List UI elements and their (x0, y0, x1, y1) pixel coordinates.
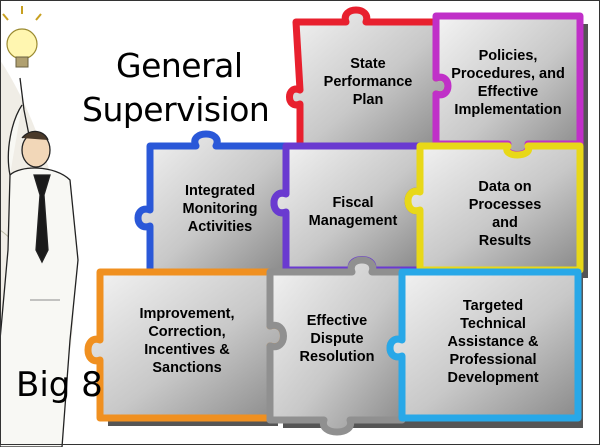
label-line: Plan (352, 92, 384, 108)
label-line: Improvement, (139, 306, 235, 322)
label-line: Incentives & (144, 342, 230, 358)
label-line: Resolution (299, 349, 375, 365)
piece-label-improvement: Improvement, Correction, Incentives & Sa… (112, 298, 262, 384)
label-line: Dispute (310, 331, 364, 347)
piece-label-policies: Policies, Procedures, and Effective Impl… (436, 40, 580, 126)
label-line: Performance (323, 74, 413, 90)
label-line: Procedures, and (451, 66, 565, 82)
label-line: Fiscal (332, 195, 374, 211)
label-line: Activities (187, 219, 253, 235)
label-line: Integrated (184, 183, 256, 199)
piece-label-data: Data on Processes and Results (430, 170, 580, 258)
label-line: Policies, (478, 48, 538, 64)
label-line: Effective (477, 84, 539, 100)
label-line: Targeted (462, 298, 524, 314)
label-line: Management (308, 213, 398, 229)
label-line: Development (447, 370, 539, 386)
piece-label-ta: Targeted Technical Assistance & Professi… (406, 290, 580, 394)
label-line: Implementation (454, 102, 562, 118)
label-line: State (350, 56, 386, 72)
label-line: Data on (478, 179, 532, 195)
label-line: Effective (306, 313, 368, 329)
big-8-label: Big 8 (16, 365, 103, 405)
piece-ta (386, 268, 582, 422)
man-illustration (0, 77, 79, 447)
label-line: and (492, 215, 518, 231)
label-line: Technical (460, 316, 526, 332)
label-line: Assistance & (447, 334, 539, 350)
piece-label-fiscal: Fiscal Management (286, 188, 420, 236)
label-line: Monitoring (182, 201, 258, 217)
label-line: Processes (468, 197, 542, 213)
label-line: Professional (449, 352, 537, 368)
lightbulb-icon (2, 6, 42, 68)
piece-label-monitoring: Integrated Monitoring Activities (150, 176, 290, 242)
label-line: Sanctions (152, 360, 222, 376)
title-line-2: Supervision (82, 90, 270, 129)
piece-label-spp: State Performance Plan (300, 46, 436, 118)
label-line: Results (478, 233, 532, 249)
piece-dispute (266, 256, 406, 436)
piece-label-dispute: Effective Dispute Resolution (272, 306, 402, 372)
title-line-1: General (116, 46, 243, 85)
label-line: Correction, (148, 324, 226, 340)
